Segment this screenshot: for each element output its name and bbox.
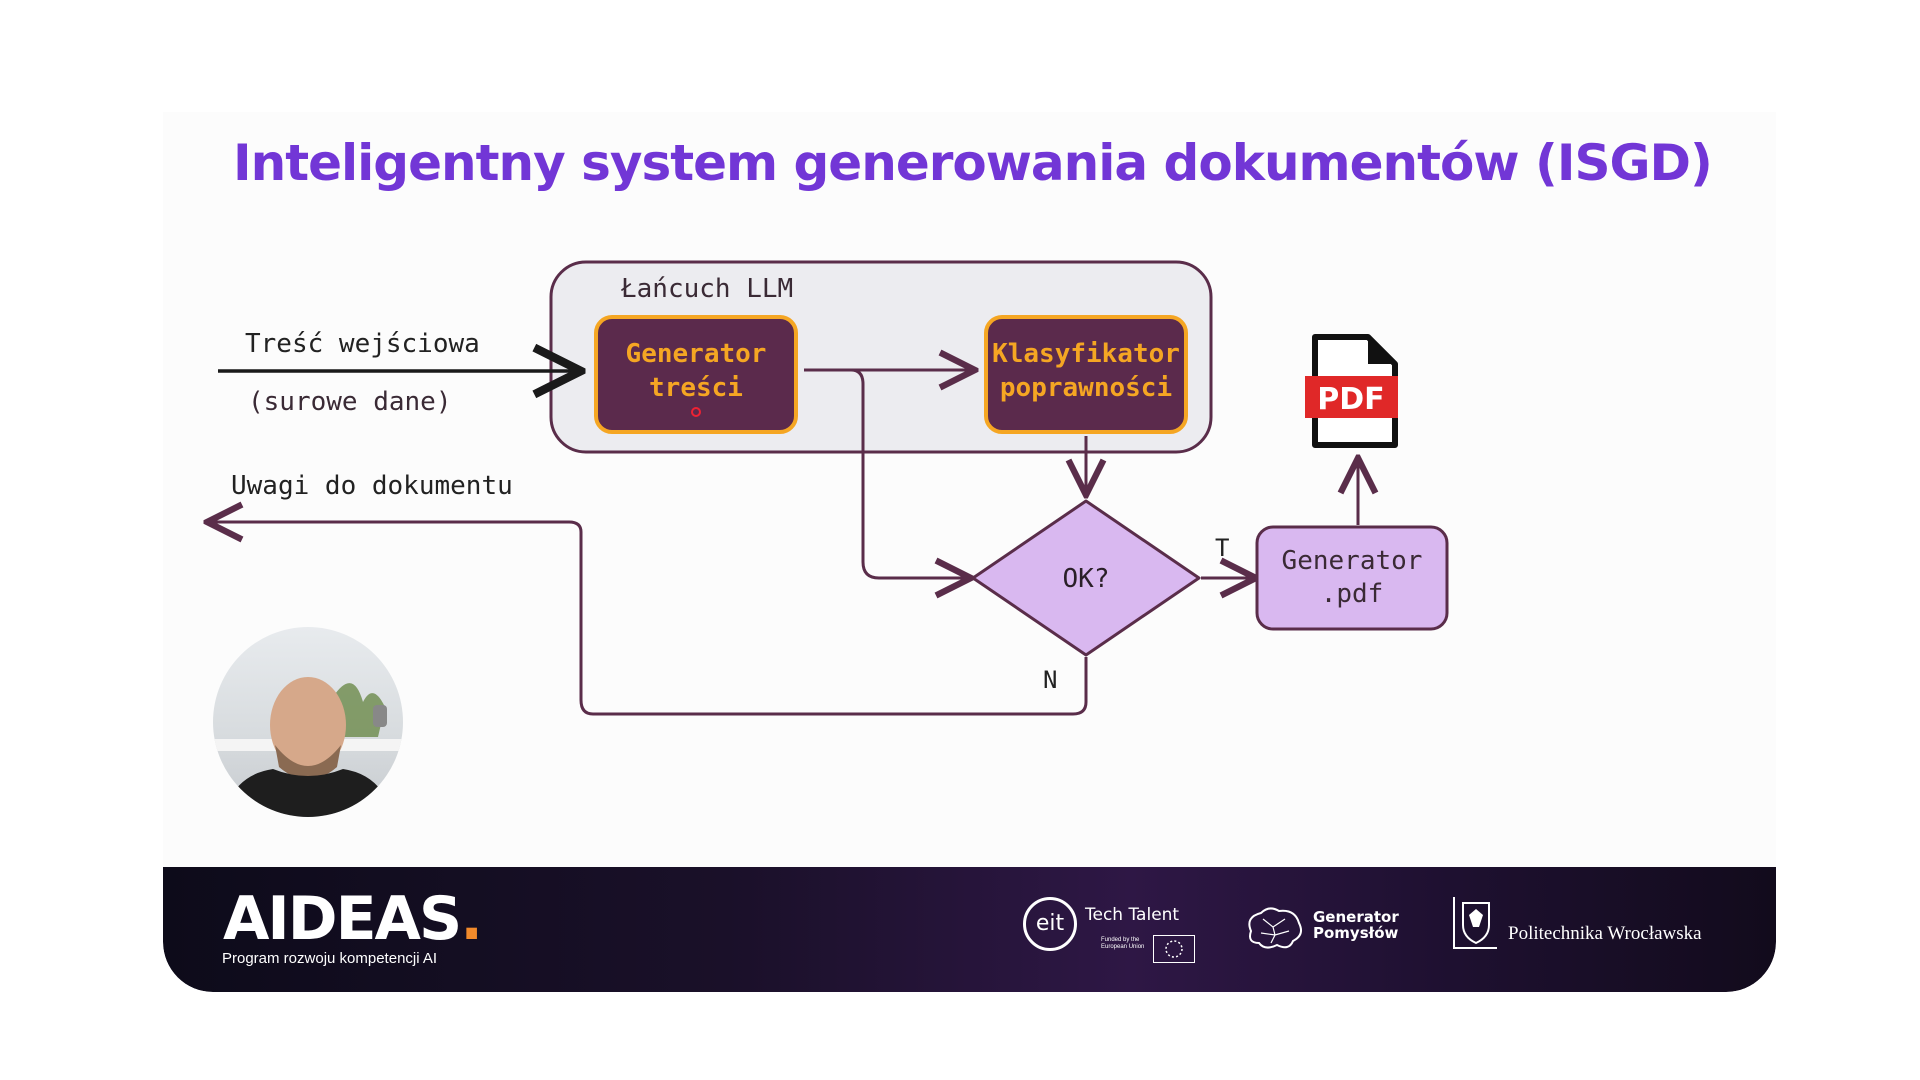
input-sublabel: (surowe dane) [248, 387, 452, 417]
gp-line2: Pomysłów [1313, 924, 1399, 942]
aideas-logo: AIDEAS. [223, 889, 483, 949]
slide: Inteligentny system generowania dokument… [163, 112, 1776, 992]
feedback-label: Uwagi do dokumentu [231, 471, 513, 501]
eit-tech-talent-logo: eit Tech Talent Funded by the European U… [1023, 895, 1213, 970]
university-crest-icon [1453, 897, 1497, 949]
classifier-line2: poprawności [1000, 373, 1172, 403]
pdf-icon-text: PDF [1317, 382, 1384, 417]
feedback-loop-arrow [207, 522, 1088, 716]
pdf-generator-line2: .pdf [1321, 579, 1384, 609]
classifier-box [984, 315, 1188, 434]
footer-banner: AIDEAS. Program rozwoju kompetencji AI e… [163, 867, 1776, 992]
pdf-file-icon: PDF [1305, 334, 1398, 448]
yes-label: T [1215, 534, 1229, 562]
brain-icon [1248, 907, 1302, 949]
generator-pomyslow-text: Generator Pomysłów [1313, 909, 1399, 941]
eit-mark: eit [1023, 897, 1077, 951]
eit-funded-text: Funded by the European Union [1101, 937, 1145, 950]
slide-title: Inteligentny system generowania dokument… [233, 134, 1713, 192]
generator-pomyslow-logo: Generator Pomysłów [1243, 905, 1403, 965]
politechnika-wroclawska-logo: Politechnika Wrocławska [1453, 897, 1753, 957]
presenter-webcam [213, 627, 403, 817]
classifier-line1: Klasyfikator [992, 339, 1180, 369]
decision-diamond [971, 499, 1201, 657]
llm-chain-label: Łańcuch LLM [620, 274, 793, 304]
gp-line1: Generator [1313, 908, 1399, 926]
no-label: N [1043, 666, 1057, 694]
aideas-brand-text: AIDEAS [223, 884, 462, 954]
content-generator-line1: Generator [626, 339, 767, 369]
aideas-brand-dot: . [460, 884, 483, 954]
eit-name: Tech Talent [1085, 905, 1180, 925]
decision-label: OK? [1063, 564, 1110, 594]
pdf-generator-box [1255, 525, 1449, 631]
generator-to-decision-arrow [804, 368, 971, 578]
input-label: Treść wejściowa [245, 329, 480, 359]
politechnika-name: Politechnika Wrocławska [1508, 923, 1702, 944]
content-generator-line2: treści [649, 373, 743, 403]
eu-flag-icon [1153, 935, 1195, 963]
pdf-generator-line1: Generator [1282, 546, 1423, 576]
content-generator-box [594, 315, 798, 434]
aideas-tagline: Program rozwoju kompetencji AI [222, 950, 438, 967]
cursor-indicator [691, 407, 701, 417]
flow-diagram: Łańcuch LLM Treść wejściowa (surowe dane… [163, 260, 1449, 716]
